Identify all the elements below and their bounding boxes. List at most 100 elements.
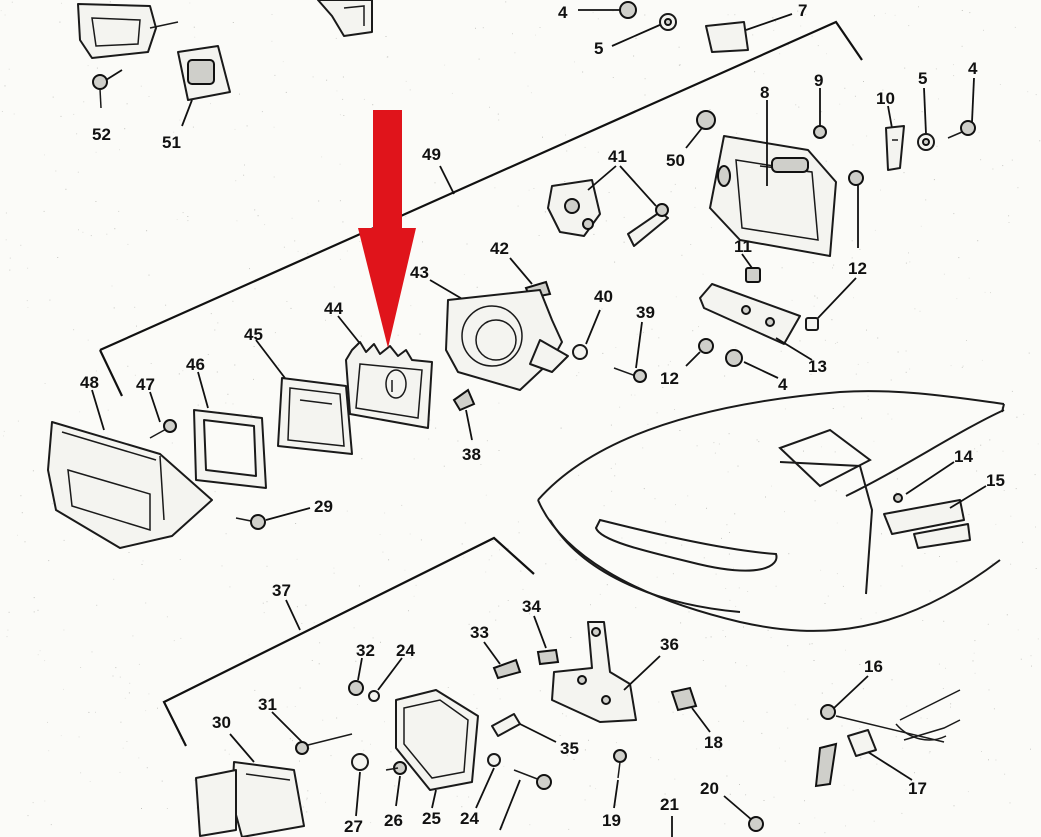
callout-11: 11 <box>734 237 752 256</box>
callout-43: 43 <box>410 263 429 282</box>
callout-29: 29 <box>314 497 333 516</box>
bolt-part-4-right <box>947 77 976 139</box>
callout-40: 40 <box>594 287 613 306</box>
callout-51: 51 <box>162 133 181 152</box>
screw-part-39 <box>613 321 647 383</box>
screw-part-52 <box>92 69 123 109</box>
nut-part-9 <box>813 88 827 139</box>
callout-39: 39 <box>636 303 655 322</box>
washer-part-24-bottom <box>475 753 501 809</box>
clip-part-11 <box>741 253 761 283</box>
callout-35: 35 <box>560 739 579 758</box>
lamp-socket-part-16-17 <box>814 675 961 788</box>
callout-13: 13 <box>808 357 827 376</box>
fastener-group-top <box>578 1 793 53</box>
callout-34: 34 <box>522 597 541 616</box>
adjuster-part-41 <box>547 165 669 247</box>
callout-14: 14 <box>954 447 973 466</box>
screw-part-29 <box>235 507 311 530</box>
nut-part-27 <box>351 753 369 817</box>
bracket-part-13 <box>699 283 813 361</box>
callout-49: 49 <box>422 145 441 164</box>
callout-26: 26 <box>384 811 403 830</box>
callout-5: 5 <box>594 39 603 58</box>
bolt-part-lower <box>499 769 552 831</box>
callout-25: 25 <box>422 809 441 828</box>
callout-4-right: 4 <box>968 59 978 78</box>
bracket-top-center <box>317 0 373 37</box>
switch-part-51 <box>177 45 231 127</box>
bolt-part-4-center <box>725 349 779 379</box>
washer-part-24-top <box>368 657 403 702</box>
clip-part-33 <box>483 641 522 680</box>
nut-part-34 <box>533 615 560 666</box>
group-bracket-49 <box>99 20 863 397</box>
fog-lamp-lens-part-30 <box>195 733 305 837</box>
callout-24-top: 24 <box>396 641 415 660</box>
callout-52: 52 <box>92 125 111 144</box>
highlight-arrow-icon <box>358 110 416 348</box>
callout-42: 42 <box>490 239 509 258</box>
callout-9: 9 <box>814 71 823 90</box>
housing-part-48 <box>47 389 213 549</box>
callout-37: 37 <box>272 581 291 600</box>
bezel-part-45 <box>255 339 353 455</box>
callout-46: 46 <box>186 355 205 374</box>
nut-part-12-center <box>685 338 714 367</box>
screw-part-19 <box>613 749 627 809</box>
screw-part-47 <box>149 391 177 439</box>
callout-33: 33 <box>470 623 489 642</box>
callout-45: 45 <box>244 325 263 344</box>
callout-36: 36 <box>660 635 679 654</box>
bulb-part-44 <box>337 315 433 429</box>
callout-50: 50 <box>666 151 685 170</box>
screw-part-20 <box>723 795 764 832</box>
fog-lamp-housing-part-25 <box>395 689 557 809</box>
callout-38: 38 <box>462 445 481 464</box>
callout-44: 44 <box>324 299 343 318</box>
nut-part-50 <box>685 110 716 149</box>
callout-12-right: 12 <box>848 259 867 278</box>
callout-19: 19 <box>602 811 621 830</box>
callout-10: 10 <box>876 89 895 108</box>
callout-21: 21 <box>660 795 679 814</box>
screw-part-31 <box>271 711 353 755</box>
callout-20: 20 <box>700 779 719 798</box>
callout-41: 41 <box>608 147 627 166</box>
callout-12-center: 12 <box>660 369 679 388</box>
callout-4: 4 <box>558 3 568 22</box>
housing-part-8 <box>709 100 837 257</box>
callout-48: 48 <box>80 373 99 392</box>
nut-part-32 <box>348 657 364 696</box>
mount-part-43 <box>429 279 569 391</box>
callout-32: 32 <box>356 641 375 660</box>
washer-part-5 <box>917 87 935 151</box>
clip-part-10 <box>885 105 905 171</box>
callout-labels: 4 5 7 52 51 8 9 10 5 4 49 41 50 11 12 42… <box>80 1 1005 836</box>
callout-5-right: 5 <box>918 69 927 88</box>
bracket-top-left <box>77 3 179 59</box>
vehicle-front-body <box>537 390 1005 632</box>
screw-part-38 <box>452 388 476 441</box>
callout-31: 31 <box>258 695 277 714</box>
callout-4-center: 4 <box>778 375 788 394</box>
callout-15: 15 <box>986 471 1005 490</box>
bracket-part-36 <box>551 621 661 723</box>
callout-18: 18 <box>704 733 723 752</box>
callout-8: 8 <box>760 83 769 102</box>
callout-47: 47 <box>136 375 155 394</box>
bolt-part-12-right <box>805 170 864 331</box>
callout-16: 16 <box>864 657 883 676</box>
callout-27: 27 <box>344 817 363 836</box>
group-bracket-37 <box>162 536 535 747</box>
callout-24-bottom: 24 <box>460 809 479 828</box>
clip-part-18 <box>670 686 711 733</box>
nut-part-40 <box>572 309 601 360</box>
callout-17: 17 <box>908 779 927 798</box>
callout-7: 7 <box>798 1 807 20</box>
screw-part-26 <box>385 761 407 807</box>
callout-30: 30 <box>212 713 231 732</box>
